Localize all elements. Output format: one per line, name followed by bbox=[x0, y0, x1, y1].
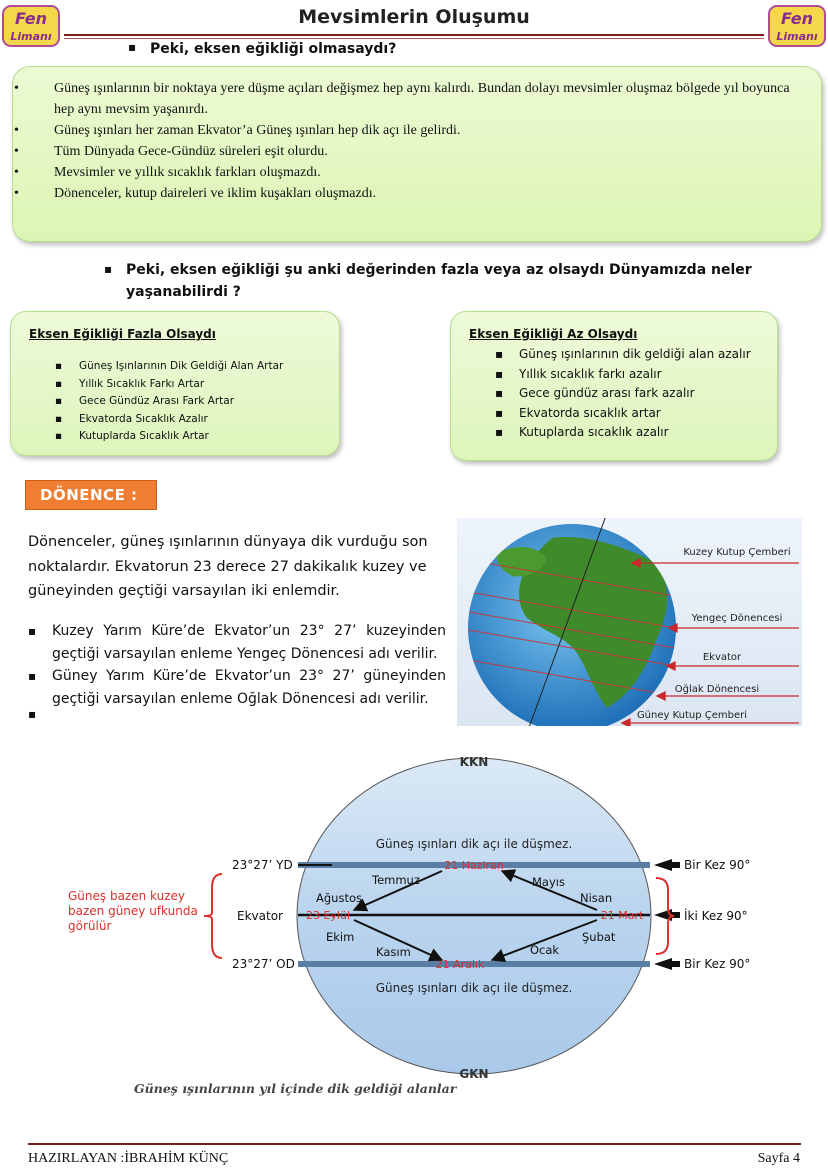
list-item: Mevsimler ve yıllık sıcaklık farkları ol… bbox=[14, 162, 810, 183]
label-lat-south: 23°27’ OD bbox=[232, 957, 295, 971]
footer-divider bbox=[28, 1143, 801, 1145]
label-north-pole: KKN bbox=[460, 755, 489, 769]
list-item: Gece Gündüz Arası Fark Artar bbox=[55, 393, 283, 411]
less-tilt-list: Güneş ışınlarının dik geldiği alan azalı… bbox=[495, 345, 751, 443]
more-tilt-box: Eksen Eğikliği Fazla Olsaydı Güneş Işınl… bbox=[10, 311, 340, 456]
footer-page-number: Sayfa 4 bbox=[757, 1151, 800, 1166]
less-tilt-box: Eksen Eğikliği Az Olsaydı Güneş ışınları… bbox=[450, 311, 778, 461]
label-lat-north: 23°27’ YD bbox=[232, 858, 293, 872]
empty-bullet: ▪ bbox=[28, 707, 37, 721]
label-north-circle: Kuzey Kutup Çemberi bbox=[683, 547, 790, 558]
question-no-tilt: Peki, eksen eğikliği olmasaydı? bbox=[128, 40, 396, 57]
list-item: Dönenceler, kutup daireleri ve iklim kuş… bbox=[14, 183, 810, 204]
left-note-line3: görülür bbox=[68, 919, 111, 933]
label-right-south: Bir Kez 90° bbox=[684, 957, 750, 971]
month-kasim: Kasım bbox=[376, 945, 411, 959]
list-item: Güneş ışınlarının dik geldiği alan azalı… bbox=[495, 345, 751, 365]
title-divider bbox=[64, 34, 764, 36]
list-item: Tüm Dünyada Gece-Gündüz süreleri eşit ol… bbox=[14, 141, 810, 162]
label-capricorn: Oğlak Dönencesi bbox=[675, 683, 759, 695]
date-september: 23 Eylül bbox=[306, 909, 350, 922]
date-december: 21 Aralık bbox=[436, 958, 485, 971]
top-note: Güneş ışınları dik açı ile düşmez. bbox=[376, 837, 573, 851]
donence-definition: Dönenceler, güneş ışınlarının dünyaya di… bbox=[28, 534, 428, 599]
list-item: Güneş ışınları her zaman Ekvator’a Güneş… bbox=[14, 120, 810, 141]
label-lat-equator: Ekvator bbox=[237, 909, 283, 923]
svg-text:Limanı: Limanı bbox=[776, 30, 817, 43]
label-right-north: Bir Kez 90° bbox=[684, 858, 750, 872]
list-item: Güneş ışınlarının bir noktaya yere düşme… bbox=[14, 78, 810, 120]
month-nisan: Nisan bbox=[580, 891, 612, 905]
label-south-pole: GKN bbox=[459, 1067, 488, 1081]
donence-heading: DÖNENCE : bbox=[25, 480, 157, 510]
label-equator: Ekvator bbox=[703, 652, 742, 663]
left-note: Güneş bazen kuzey bazen güney ufkunda gö… bbox=[68, 889, 202, 933]
list-item: Kutuplarda sıcaklık azalır bbox=[495, 423, 751, 443]
diagram-caption: Güneş ışınlarının yıl içinde dik geldiği… bbox=[134, 1081, 458, 1096]
question-tilt-change: Peki, eksen eğikliği şu anki değerinden … bbox=[104, 258, 766, 303]
label-right-equator: İki Kez 90° bbox=[684, 908, 748, 923]
list-item: Ekvatorda sıcaklık artar bbox=[495, 404, 751, 424]
svg-text:Fen: Fen bbox=[15, 9, 47, 28]
donence-bullets: Kuzey Yarım Küre’de Ekvator’un 23° 27’ k… bbox=[28, 620, 446, 710]
page-title: Mevsimlerin Oluşumu bbox=[298, 6, 530, 28]
globe-latitude-figure: Kuzey Kutup Çemberi Yengeç Dönencesi Ekv… bbox=[457, 518, 802, 726]
date-june: 21 Haziran bbox=[444, 859, 504, 872]
month-temmuz: Temmuz bbox=[371, 873, 420, 887]
date-march: 21 Mart bbox=[601, 909, 644, 922]
list-item: Gece gündüz arası fark azalır bbox=[495, 384, 751, 404]
label-cancer: Yengeç Dönencesi bbox=[691, 613, 783, 624]
month-ekim: Ekim bbox=[326, 930, 354, 944]
svg-text:Limanı: Limanı bbox=[10, 30, 51, 43]
list-item: Yıllık Sıcaklık Farkı Artar bbox=[55, 376, 283, 394]
more-tilt-list: Güneş Işınlarının Dik Geldiği Alan Artar… bbox=[55, 358, 283, 446]
list-item: Yıllık sıcaklık farkı azalır bbox=[495, 365, 751, 385]
svg-text:Fen: Fen bbox=[781, 9, 813, 28]
fen-limani-logo-right: Fen Limanı bbox=[768, 5, 826, 47]
fen-limani-logo-left: Fen Limanı bbox=[2, 5, 60, 47]
list-item: Güney Yarım Küre’de Ekvator’un 23° 27’ g… bbox=[28, 665, 446, 710]
bottom-note: Güneş ışınları dik açı ile düşmez. bbox=[376, 981, 573, 995]
title-divider-thin bbox=[64, 38, 764, 39]
label-south-circle: Güney Kutup Çemberi bbox=[637, 710, 747, 721]
list-item: Ekvatorda Sıcaklık Azalır bbox=[55, 411, 283, 429]
sun-rays-diagram: KKN GKN Güneş ışınları dik açı ile düşme… bbox=[62, 748, 762, 1108]
month-subat: Şubat bbox=[582, 930, 616, 944]
list-item: Kutuplarda Sıcaklık Artar bbox=[55, 428, 283, 446]
more-tilt-title: Eksen Eğikliği Fazla Olsaydı bbox=[29, 327, 216, 341]
month-ocak: Ocak bbox=[530, 943, 559, 957]
month-agustos: Ağustos bbox=[316, 891, 362, 905]
left-note-line2: bazen güney ufkunda bbox=[68, 904, 198, 918]
less-tilt-title: Eksen Eğikliği Az Olsaydı bbox=[469, 327, 638, 341]
month-mayis: Mayıs bbox=[532, 875, 565, 889]
list-item: Kuzey Yarım Küre’de Ekvator’un 23° 27’ k… bbox=[28, 620, 446, 665]
no-tilt-list: Güneş ışınlarının bir noktaya yere düşme… bbox=[14, 78, 810, 204]
footer-author: HAZIRLAYAN :İBRAHİM KÜNÇ bbox=[28, 1151, 229, 1166]
list-item: Güneş Işınlarının Dik Geldiği Alan Artar bbox=[55, 358, 283, 376]
left-note-line1: Güneş bazen kuzey bbox=[68, 889, 185, 903]
